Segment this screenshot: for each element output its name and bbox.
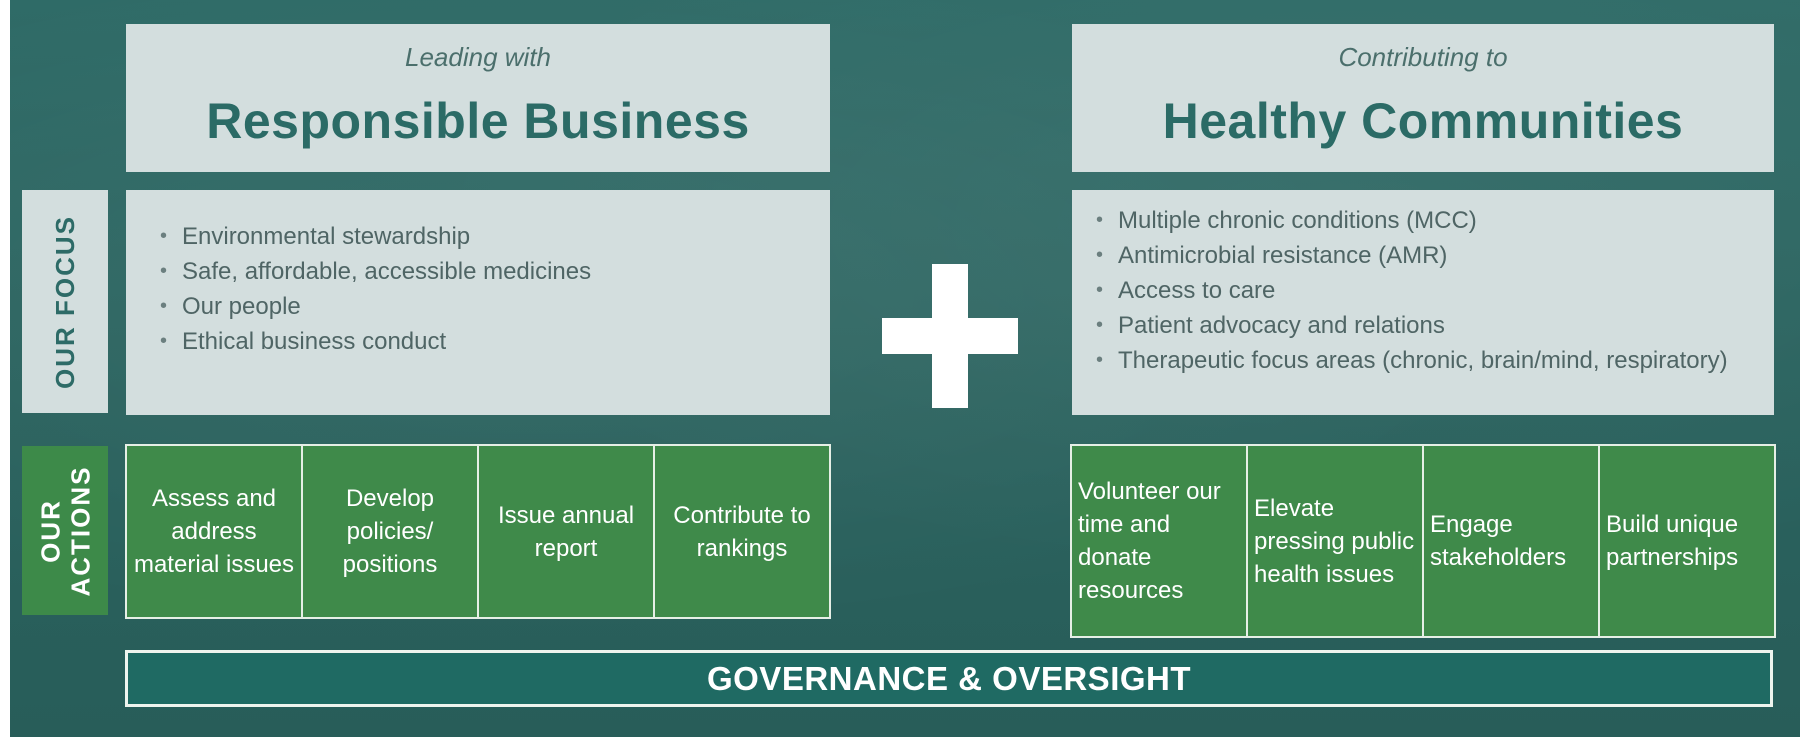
our-actions-label-box: OUR ACTIONS bbox=[22, 446, 108, 615]
focus-item: Access to care bbox=[1086, 273, 1734, 308]
action-cell: Develop policies/ positions bbox=[303, 446, 479, 617]
focus-item: Antimicrobial resistance (AMR) bbox=[1086, 238, 1734, 273]
focus-item: Our people bbox=[150, 289, 820, 324]
governance-bar: GOVERNANCE & OVERSIGHT bbox=[125, 650, 1773, 707]
responsible-business-header: Leading with Responsible Business bbox=[126, 24, 830, 172]
governance-label: GOVERNANCE & OVERSIGHT bbox=[706, 659, 1192, 697]
healthy-communities-focus-box: Multiple chronic conditions (MCC) Antimi… bbox=[1072, 190, 1774, 415]
our-actions-label-text: OUR ACTIONS bbox=[35, 465, 95, 596]
healthy-communities-actions: Volunteer our time and donate resources … bbox=[1070, 444, 1776, 638]
responsible-business-focus-list: Environmental stewardship Safe, affordab… bbox=[150, 219, 820, 359]
responsible-business-focus-box: Environmental stewardship Safe, affordab… bbox=[126, 190, 830, 415]
action-cell: Issue annual report bbox=[479, 446, 655, 617]
action-cell: Assess and address material issues bbox=[127, 446, 303, 617]
action-cell: Build unique partnerships bbox=[1606, 511, 1739, 571]
right-frame-border bbox=[1800, 0, 1810, 737]
plus-icon bbox=[882, 264, 1018, 408]
focus-item: Ethical business conduct bbox=[150, 324, 820, 359]
action-cell: Contribute to rankings bbox=[673, 501, 811, 562]
healthy-communities-focus-list: Multiple chronic conditions (MCC) Antimi… bbox=[1086, 203, 1734, 378]
responsible-business-actions: Assess and address material issues Devel… bbox=[125, 444, 831, 619]
action-cell: Elevate pressing public health issues bbox=[1248, 446, 1424, 636]
focus-item: Multiple chronic conditions (MCC) bbox=[1086, 203, 1734, 238]
action-cell: Volunteer our time and donate resources bbox=[1072, 446, 1248, 636]
focus-item: Safe, affordable, accessible medicines bbox=[150, 254, 820, 289]
healthy-communities-title: Healthy Communities bbox=[1162, 93, 1684, 149]
focus-item: Environmental stewardship bbox=[150, 219, 820, 254]
focus-item: Patient advocacy and relations bbox=[1086, 308, 1734, 343]
responsible-business-title: Responsible Business bbox=[206, 93, 750, 149]
healthy-communities-kicker: Contributing to bbox=[1338, 42, 1508, 72]
focus-item: Therapeutic focus areas (chronic, brain/… bbox=[1086, 343, 1734, 378]
responsible-business-kicker: Leading with bbox=[405, 42, 551, 72]
our-focus-label: OUR FOCUS bbox=[50, 214, 80, 389]
left-frame-border bbox=[0, 0, 10, 737]
plus-icon-horizontal-bar bbox=[882, 318, 1018, 354]
healthy-communities-header: Contributing to Healthy Communities bbox=[1072, 24, 1774, 172]
our-actions-label: OUR ACTIONS bbox=[35, 465, 95, 596]
our-focus-label-box: OUR FOCUS bbox=[22, 190, 108, 413]
action-cell: Engage stakeholders bbox=[1424, 446, 1600, 636]
